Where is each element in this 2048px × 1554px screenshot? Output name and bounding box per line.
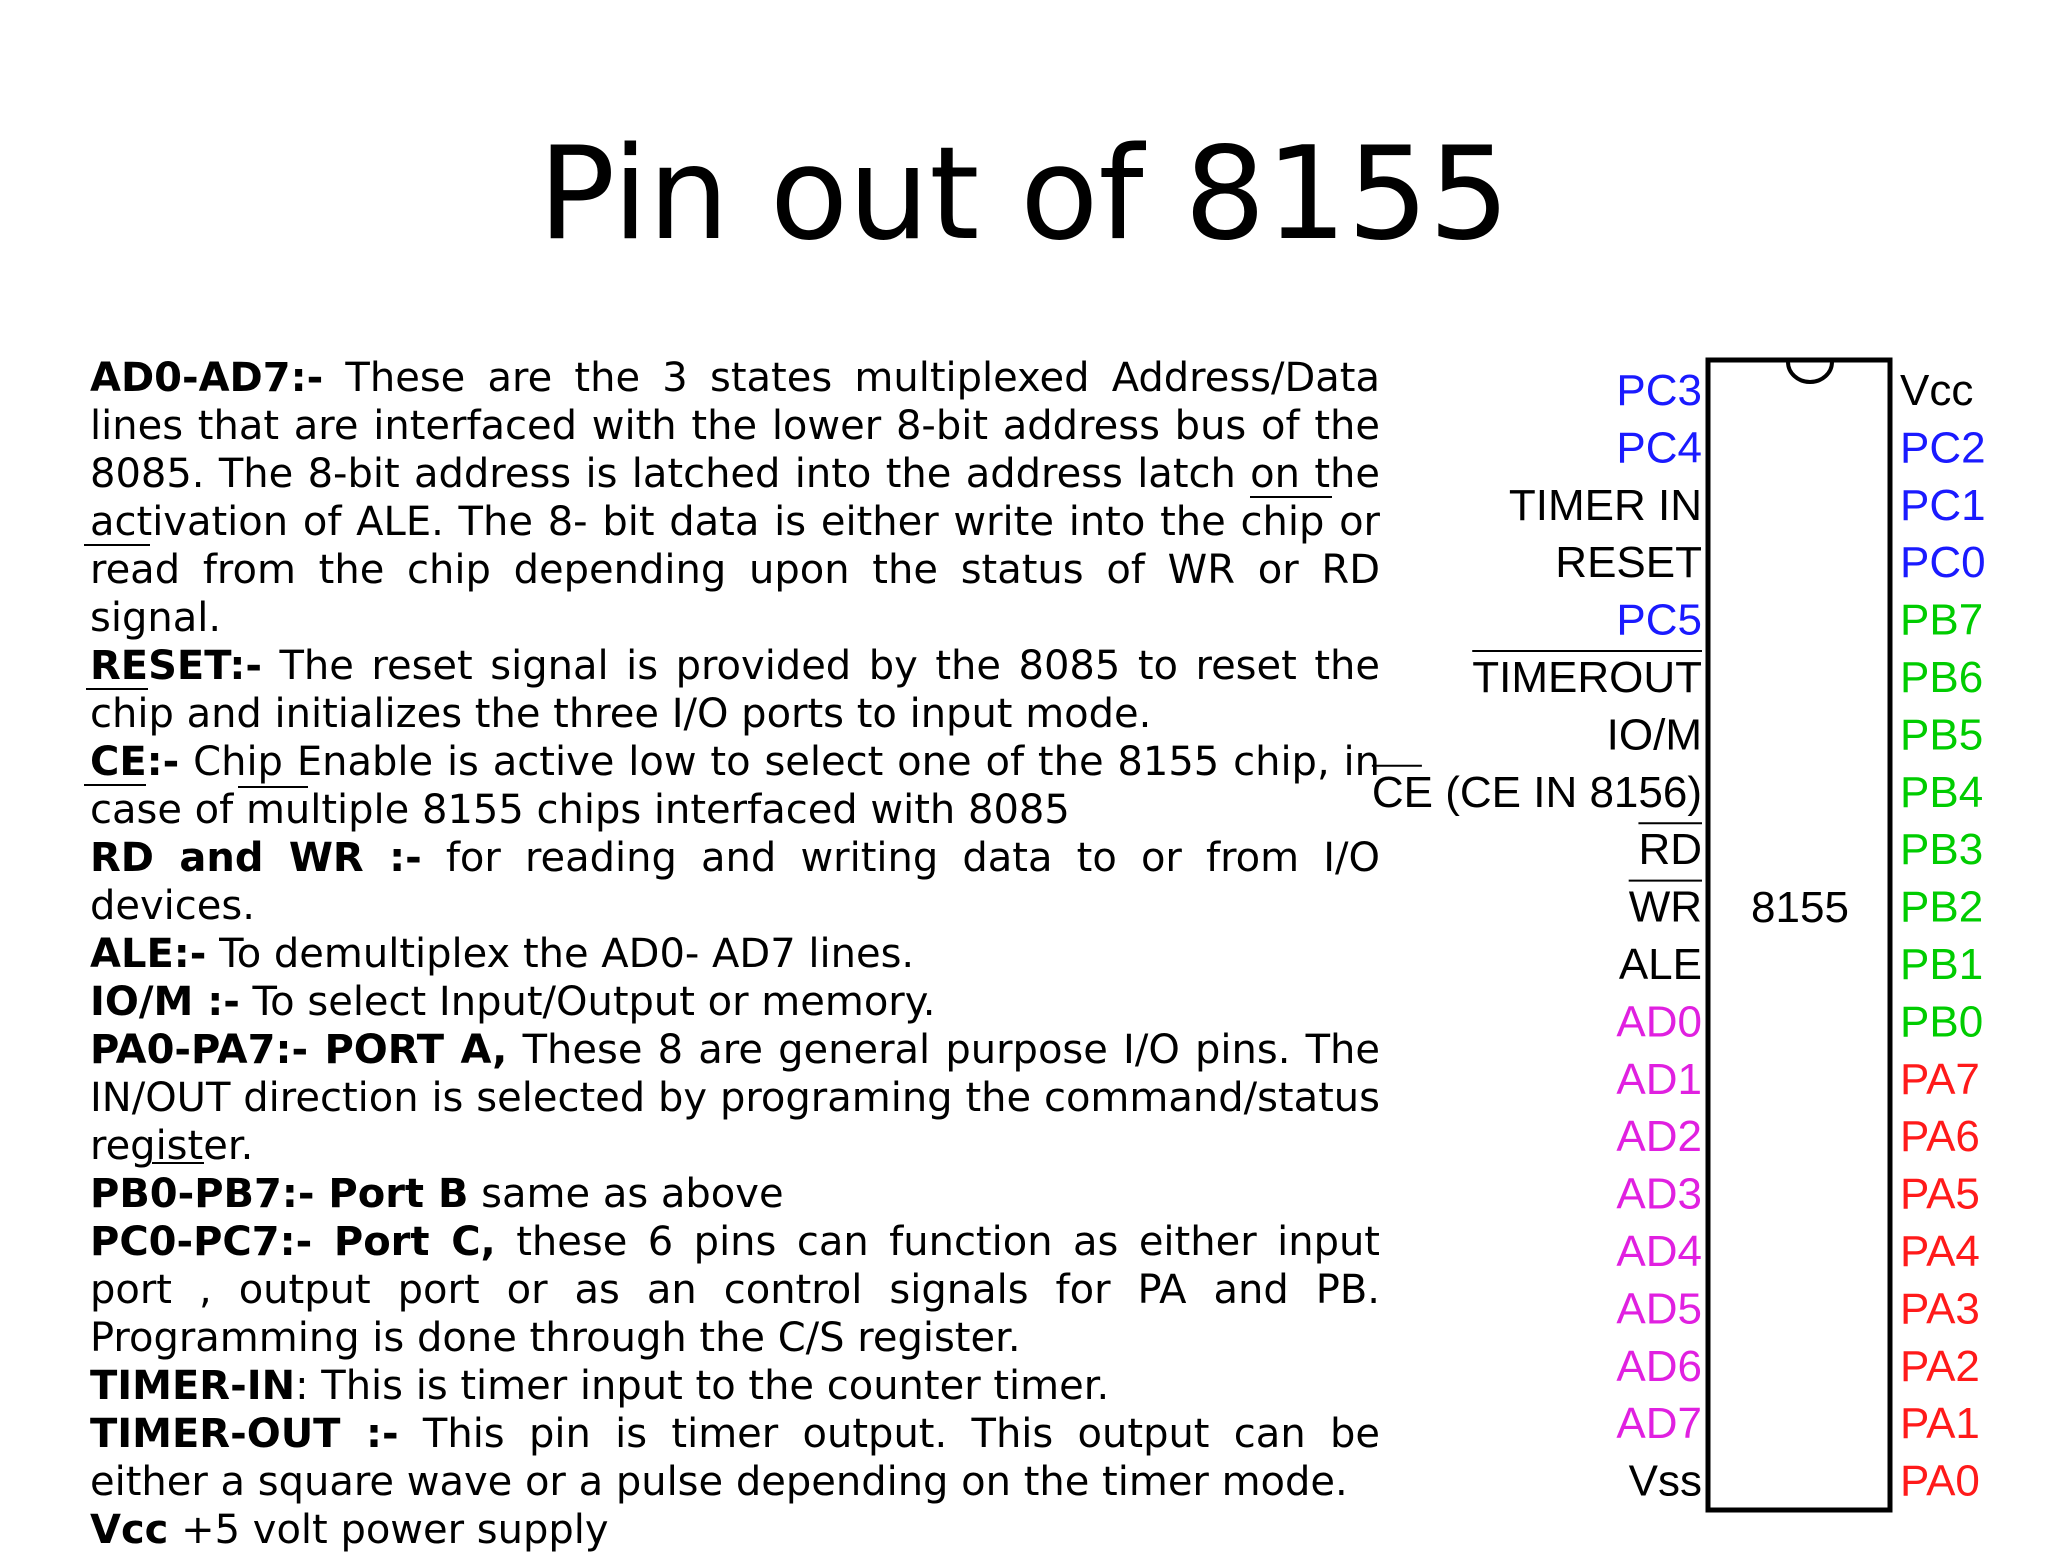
pin-label-pa2: PA2 <box>1900 1342 1980 1391</box>
pin-label-pa1: PA1 <box>1900 1399 1980 1448</box>
pin-label-ad7: AD7 <box>1616 1399 1702 1448</box>
description-term: RESET:- <box>90 643 262 689</box>
description-text: +5 volt power supply <box>168 1507 609 1553</box>
pin-label-ad6: AD6 <box>1616 1342 1702 1391</box>
stray-underline-mark <box>86 688 148 690</box>
description-text: for reading and writing data to or from … <box>90 835 1380 929</box>
stray-underline-mark <box>84 784 146 786</box>
pin-label-ad2: AD2 <box>1616 1112 1702 1161</box>
pin-label-pb7: PB7 <box>1900 596 1983 645</box>
stray-underline-mark <box>1250 496 1332 498</box>
pin-label-pc3: PC3 <box>1616 366 1702 415</box>
description-text: This pin is timer output. This output ca… <box>90 1411 1380 1505</box>
description-term: RD and WR :- <box>90 835 422 881</box>
description-io-m: IO/M :- To select Input/Output or memory… <box>90 978 1380 1026</box>
chip-notch <box>1786 361 1834 384</box>
description-term: IO/M :- <box>90 979 240 1025</box>
stray-underline-mark <box>238 786 308 788</box>
description-text: Chip Enable is active low to select one … <box>90 739 1380 833</box>
right-pin-labels: VccPC2PC1PC0PB7PB6PB5PB4PB3PB2PB1PB0PA7P… <box>1900 366 1986 1506</box>
pin-label-pb0: PB0 <box>1900 997 1983 1046</box>
description-ale: ALE:- To demultiplex the AD0- AD7 lines. <box>90 930 1380 978</box>
pin-label-pc2: PC2 <box>1900 423 1986 472</box>
pin-label-pb4: PB4 <box>1900 768 1983 817</box>
chip-body <box>1705 357 1893 1513</box>
description-term: PA0-PA7:- PORT A, <box>90 1027 508 1073</box>
description-text: To demultiplex the AD0- AD7 lines. <box>206 931 915 977</box>
pin-label-timerout: TIMEROUT <box>1472 653 1702 702</box>
pin-label-ad3: AD3 <box>1616 1170 1702 1219</box>
description-term: AD0-AD7:- <box>90 355 324 401</box>
description-text: these 6 pins can function as either inpu… <box>90 1219 1380 1361</box>
pin-label-pa6: PA6 <box>1900 1112 1980 1161</box>
pin-label-pb2: PB2 <box>1900 883 1983 932</box>
pin-label-io-m: IO/M <box>1607 710 1702 759</box>
pin-label-timer-in: TIMER IN <box>1509 481 1702 530</box>
pin-label-pa4: PA4 <box>1900 1227 1980 1276</box>
pin-label-vss: Vss <box>1629 1457 1702 1506</box>
pin-label-vcc: Vcc <box>1900 366 1973 415</box>
description-ad0-ad7: AD0-AD7:- These are the 3 states multipl… <box>90 354 1380 642</box>
pin-label-pc0: PC0 <box>1900 538 1986 587</box>
description-timer-in: TIMER-IN: This is timer input to the cou… <box>90 1362 1380 1410</box>
description-text: To select Input/Output or memory. <box>239 979 936 1025</box>
pin-label-ad1: AD1 <box>1616 1055 1702 1104</box>
description-reset: RESET:- The reset signal is provided by … <box>90 642 1380 738</box>
pin-label-reset: RESET <box>1555 538 1702 587</box>
description-rd-wr: RD and WR :- for reading and writing dat… <box>90 834 1380 930</box>
chip-name-label: 8155 <box>1751 883 1849 932</box>
pin-label-pc4: PC4 <box>1616 423 1702 472</box>
pin-label-ad0: AD0 <box>1616 997 1702 1046</box>
description-text: same as above <box>468 1171 784 1217</box>
description-text: The reset signal is provided by the 8085… <box>90 643 1380 737</box>
pin-label-pb3: PB3 <box>1900 825 1983 874</box>
stray-underline-mark <box>152 1162 204 1164</box>
description-pc0-pc7: PC0-PC7:- Port C, these 6 pins can funct… <box>90 1218 1380 1362</box>
pin-descriptions: AD0-AD7:- These are the 3 states multipl… <box>90 354 1380 1554</box>
pin-label-pb5: PB5 <box>1900 710 1983 759</box>
pin-label-ad5: AD5 <box>1616 1284 1702 1333</box>
stray-underline-mark <box>84 544 150 546</box>
pin-label-ale: ALE <box>1619 940 1702 989</box>
description-text: These are the 3 states multiplexed Addre… <box>90 355 1380 641</box>
pin-label-pa5: PA5 <box>1900 1170 1980 1219</box>
description-term: CE:- <box>90 739 180 785</box>
description-pb0-pb7: PB0-PB7:- Port B same as above <box>90 1170 1380 1218</box>
description-term: TIMER-IN <box>90 1363 296 1409</box>
description-term: ALE:- <box>90 931 207 977</box>
description-term: Vcc <box>90 1507 169 1553</box>
pin-label-pb1: PB1 <box>1900 940 1983 989</box>
pin-label-pa0: PA0 <box>1900 1457 1980 1506</box>
description-vcc: Vcc +5 volt power supply <box>90 1506 1380 1554</box>
description-term: PC0-PC7:- Port C, <box>90 1219 496 1265</box>
pin-label-ce-ce-in-8156: CE (CE IN 8156) <box>1372 768 1702 817</box>
description-timer-out: TIMER-OUT :- This pin is timer output. T… <box>90 1410 1380 1506</box>
description-term: TIMER-OUT :- <box>90 1411 399 1457</box>
pin-label-pc5: PC5 <box>1616 596 1702 645</box>
pin-label-wr: WR <box>1629 883 1702 932</box>
description-pa0-pa7: PA0-PA7:- PORT A, These 8 are general pu… <box>90 1026 1380 1170</box>
description-text: These 8 are general purpose I/O pins. Th… <box>90 1027 1381 1169</box>
description-ce: CE:- Chip Enable is active low to select… <box>90 738 1380 834</box>
pin-label-pa3: PA3 <box>1900 1284 1980 1333</box>
pin-label-pa7: PA7 <box>1900 1055 1980 1104</box>
pin-label-pc1: PC1 <box>1900 481 1986 530</box>
pin-label-rd: RD <box>1638 825 1702 874</box>
slide-title: Pin out of 8155 <box>538 120 1510 269</box>
description-term: PB0-PB7:- Port B <box>90 1171 469 1217</box>
description-text: : This is timer input to the counter tim… <box>295 1363 1110 1409</box>
pin-label-ad4: AD4 <box>1616 1227 1702 1276</box>
pin-label-pb6: PB6 <box>1900 653 1983 702</box>
